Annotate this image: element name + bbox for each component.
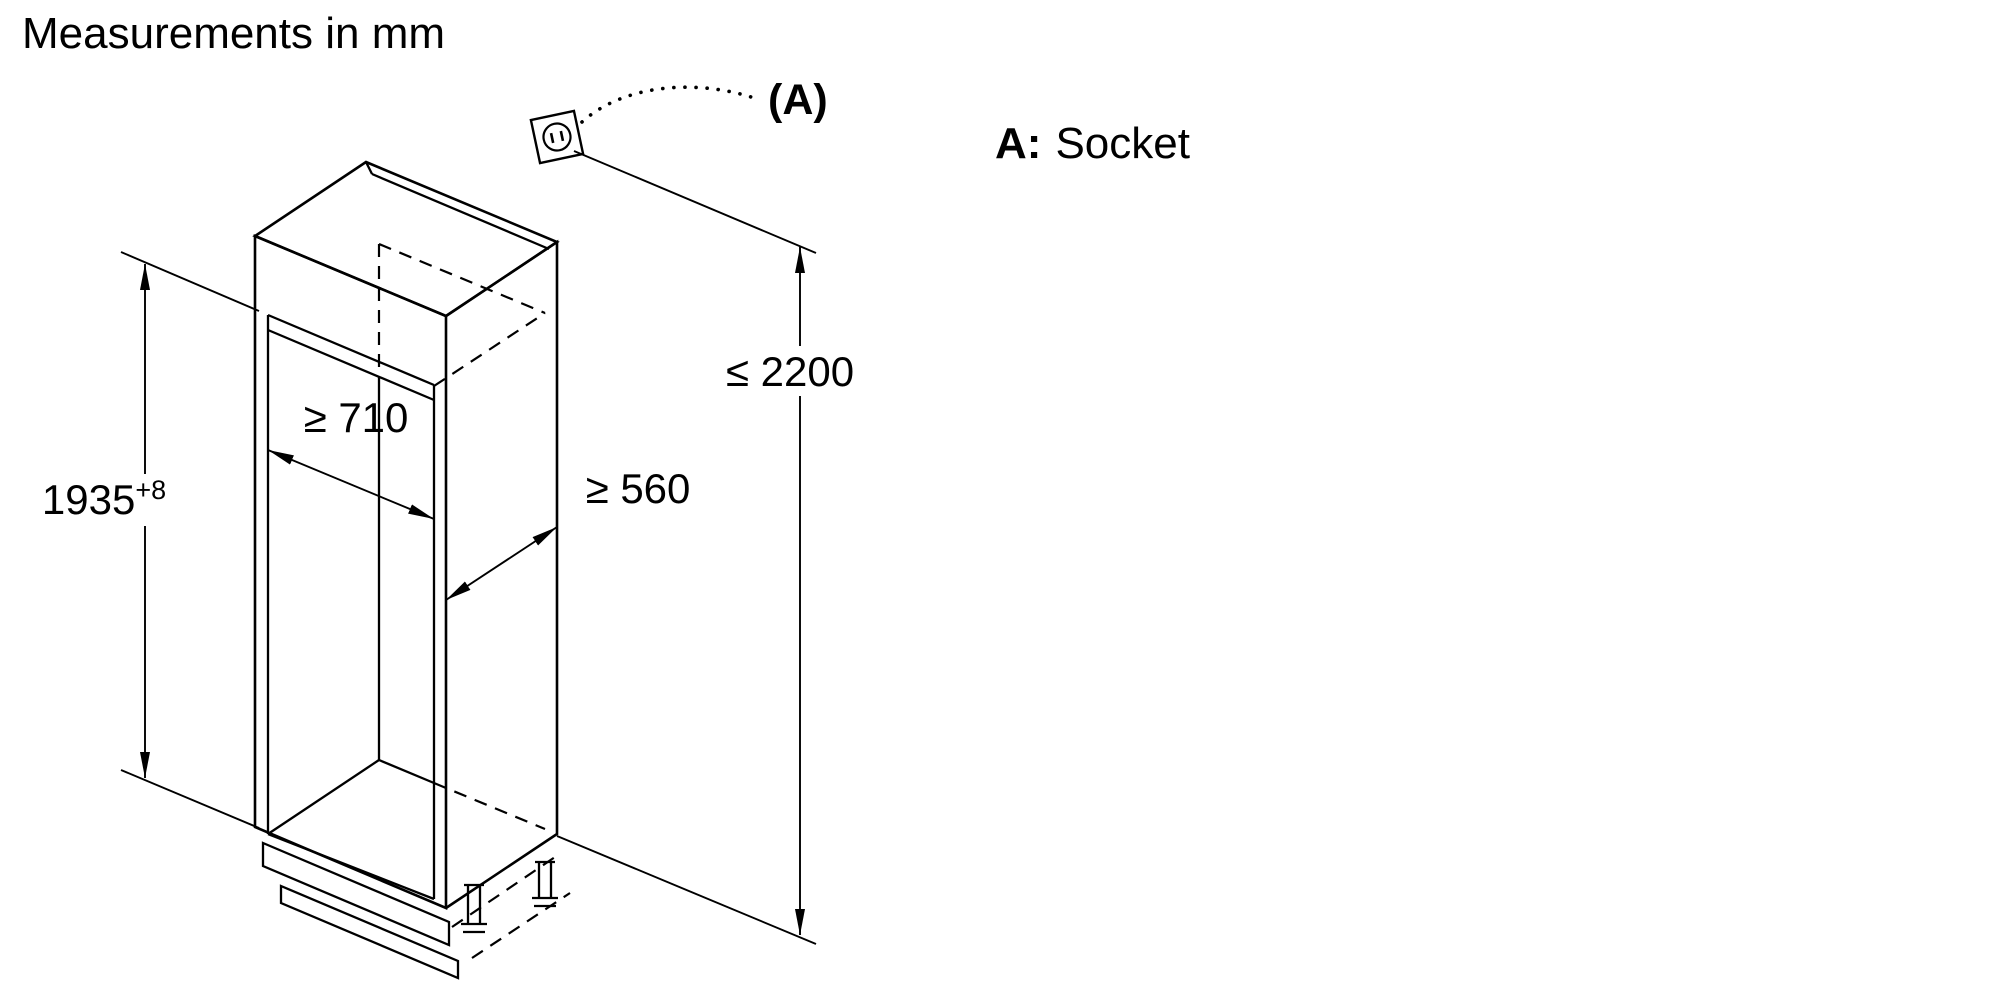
extension-line-bottom <box>556 835 817 945</box>
foot-right <box>532 860 558 908</box>
dim-value: 1935 <box>42 476 135 523</box>
legend-text: A: Socket <box>995 119 1190 168</box>
socket-icon <box>529 109 585 165</box>
callout-label: (A) <box>768 76 828 124</box>
hidden-edges <box>377 242 571 959</box>
extension-line-top <box>120 251 260 312</box>
niche-ceiling-front-edge <box>267 313 435 387</box>
dimension-arrow <box>267 449 435 520</box>
hidden-plinth-edge-lower <box>471 892 571 959</box>
dim-niche-height-label: 1935+8 <box>42 475 166 523</box>
legend-key: A: <box>995 119 1041 168</box>
dim-socket-height-label: ≤ 2200 <box>726 348 854 395</box>
plinth-base <box>261 841 460 980</box>
dim-niche-height: 1935+8 <box>30 251 260 829</box>
legend-value: Socket <box>1055 119 1190 168</box>
dim-niche-depth: ≥ 560 <box>445 465 691 601</box>
extension-line-bottom <box>120 769 260 829</box>
cabinet-outline <box>252 160 560 910</box>
adjustable-feet <box>461 860 558 934</box>
plinth-band-lower <box>279 884 460 980</box>
dim-tolerance: +8 <box>135 475 166 505</box>
dim-niche-width-label: ≥ 710 <box>304 394 409 441</box>
legend: A: Socket <box>995 119 1190 168</box>
label-mask <box>30 474 192 526</box>
dimension-arrow <box>445 526 558 601</box>
niche-bottom-front-edge <box>267 832 435 901</box>
niche-ceiling-lower-edge <box>267 328 435 402</box>
drawing-title: Measurements in mm <box>22 9 445 58</box>
back-wall-top-edge <box>371 172 550 251</box>
label-mask <box>700 346 884 396</box>
dim-socket-height: ≤ 2200 <box>556 150 884 945</box>
dim-niche-width: ≥ 710 <box>267 394 435 520</box>
dim-niche-depth-label: ≥ 560 <box>586 465 691 512</box>
hidden-ceiling-back-edge <box>378 242 546 315</box>
cabinet-front-face <box>253 234 448 910</box>
cabinet-top-face <box>252 160 560 318</box>
cabinet-right-face <box>445 239 559 910</box>
socket-callout: (A) <box>529 76 828 165</box>
back-wall-step <box>364 161 374 175</box>
niche-opening <box>266 313 436 901</box>
plinth-band-upper <box>261 841 451 947</box>
extension-line-top <box>573 150 817 254</box>
hidden-floor-back-edge <box>433 781 546 831</box>
callout-leader-dotted-line <box>580 85 759 124</box>
hidden-ceiling-right-edge <box>433 312 546 387</box>
foot-left <box>461 883 487 934</box>
niche-floor-left-edge <box>267 759 380 835</box>
niche-floor-back-edge <box>378 758 435 785</box>
